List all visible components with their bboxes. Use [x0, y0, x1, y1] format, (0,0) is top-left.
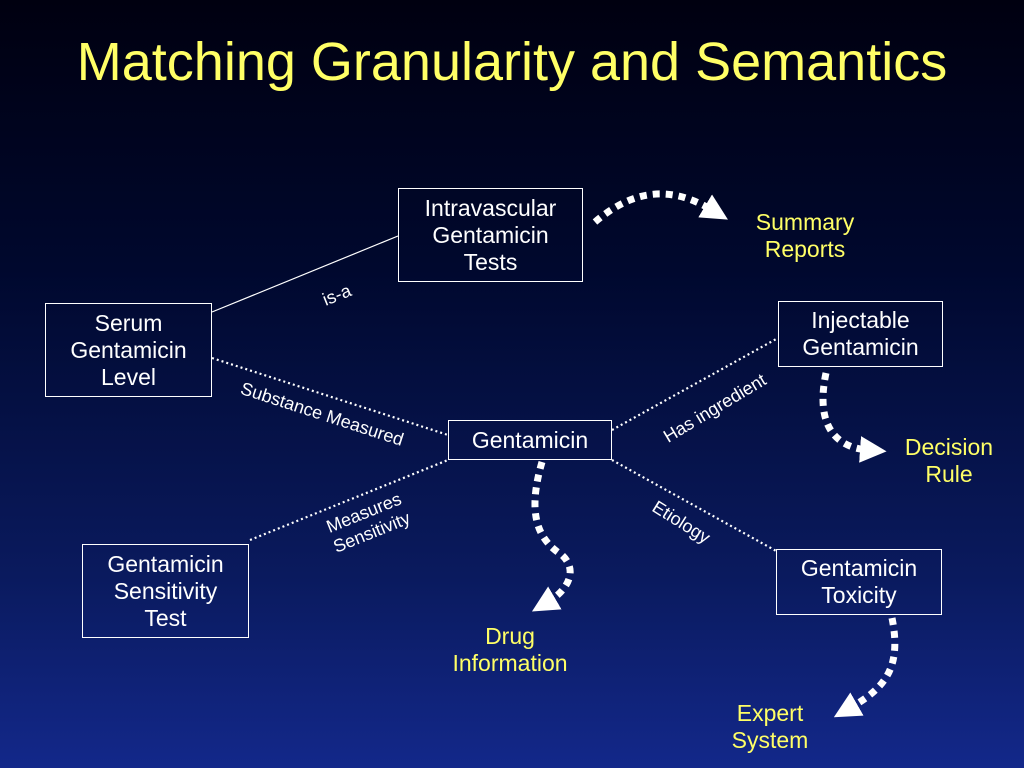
edge-is-a [211, 235, 399, 313]
arrow-to-decision-rule [819, 372, 887, 463]
arrow-to-expert-system [833, 617, 899, 718]
arrow-to-summary-reports [592, 190, 728, 225]
edge-has-ingredient [611, 337, 779, 431]
target-drug-information: Drug Information [452, 623, 568, 676]
node-gentamicin-toxicity: Gentamicin Toxicity [776, 549, 942, 615]
edge-substance-measured [211, 356, 449, 437]
node-injectable-gentamicin: Injectable Gentamicin [778, 301, 943, 367]
node-gentamicin: Gentamicin [448, 420, 612, 460]
arrow-to-drug-information [531, 461, 574, 612]
node-serum-gentamicin-level: Serum Gentamicin Level [45, 303, 212, 397]
target-summary-reports: Summary Reports [755, 209, 855, 262]
edge-measures-sensitivity [249, 458, 449, 542]
target-decision-rule: Decision Rule [904, 434, 994, 487]
node-gentamicin-sensitivity-test: Gentamicin Sensitivity Test [82, 544, 249, 638]
node-intravascular-gentamicin-tests: Intravascular Gentamicin Tests [398, 188, 583, 282]
target-expert-system: Expert System [731, 700, 809, 753]
edge-etiology [611, 459, 779, 553]
page-title: Matching Granularity and Semantics [76, 32, 948, 92]
